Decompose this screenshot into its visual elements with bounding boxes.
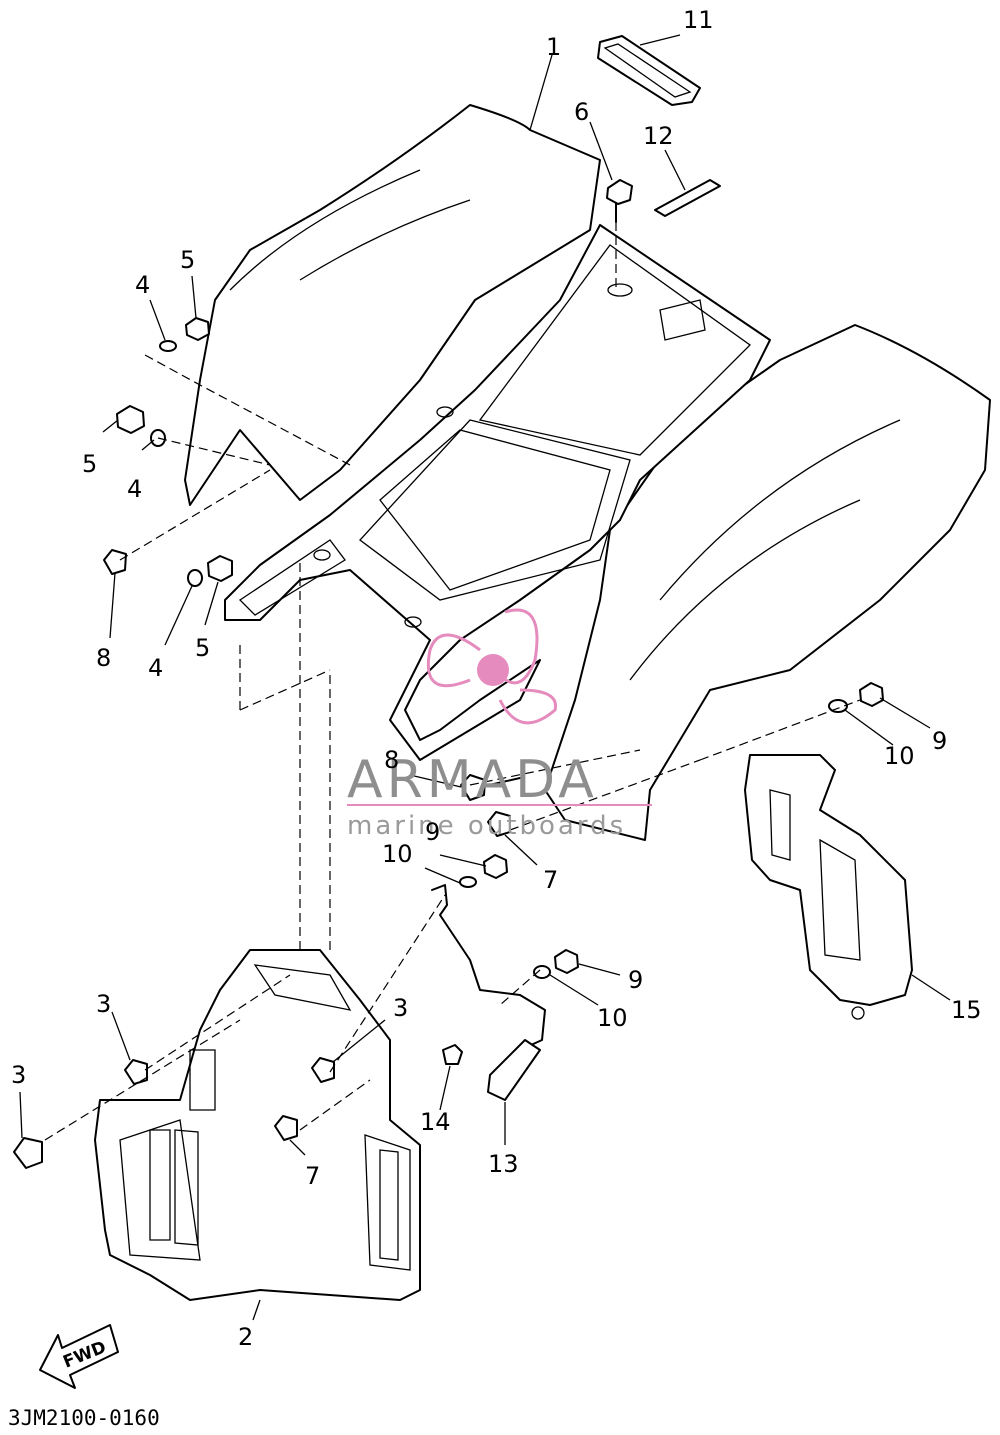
callout-1: 1 (546, 33, 561, 61)
callout-6: 6 (574, 98, 589, 126)
callout-7: 7 (305, 1162, 320, 1190)
watermark-tagline: marine outboards (347, 811, 626, 841)
callout-15: 15 (951, 996, 982, 1024)
callout-3: 3 (393, 994, 408, 1022)
callout-11: 11 (683, 6, 714, 34)
watermark-brand: ARMADA (347, 750, 598, 810)
callout-5: 5 (195, 634, 210, 662)
callout-4: 4 (135, 271, 150, 299)
callout-9: 9 (628, 966, 643, 994)
leader-lines (19, 34, 951, 1321)
callout-9: 9 (425, 818, 440, 846)
strap-part-11 (597, 35, 701, 106)
rear-fender-part-1 (184, 104, 991, 841)
diagram-code: 3JM2100-0160 (8, 1406, 160, 1430)
callout-10: 10 (382, 840, 413, 868)
callout-3: 3 (11, 1061, 26, 1089)
callout-13: 13 (488, 1150, 519, 1178)
bolt-part-14 (442, 1044, 463, 1065)
callout-8: 8 (96, 644, 111, 672)
mud-flap-part-2 (94, 949, 421, 1301)
callout-7: 7 (543, 866, 558, 894)
assembly-lines (44, 354, 861, 1141)
callout-2: 2 (238, 1323, 253, 1351)
side-cover-part-15 (744, 754, 913, 1020)
callout-3: 3 (96, 990, 111, 1018)
fastener-hardware (13, 317, 884, 1169)
label-part-12 (654, 179, 721, 217)
callout-10: 10 (884, 742, 915, 770)
bracket-part-13 (431, 884, 546, 1101)
callout-5: 5 (180, 246, 195, 274)
callout-5: 5 (82, 450, 97, 478)
callout-10: 10 (597, 1004, 628, 1032)
callout-14: 14 (420, 1108, 451, 1136)
bolt-part-6 (606, 179, 633, 290)
forward-arrow-icon: FWD (39, 1324, 119, 1389)
callout-8: 8 (384, 746, 399, 774)
propeller-logo-icon (426, 608, 558, 725)
callout-4: 4 (127, 475, 142, 503)
callout-4: 4 (148, 654, 163, 682)
armada-watermark: ARMADA marine outboards (347, 608, 652, 841)
callout-numbers: 1 2 3 3 3 4 4 4 5 5 5 6 7 7 8 8 9 9 9 10… (11, 6, 982, 1351)
callout-12: 12 (643, 122, 674, 150)
callout-9: 9 (932, 727, 947, 755)
